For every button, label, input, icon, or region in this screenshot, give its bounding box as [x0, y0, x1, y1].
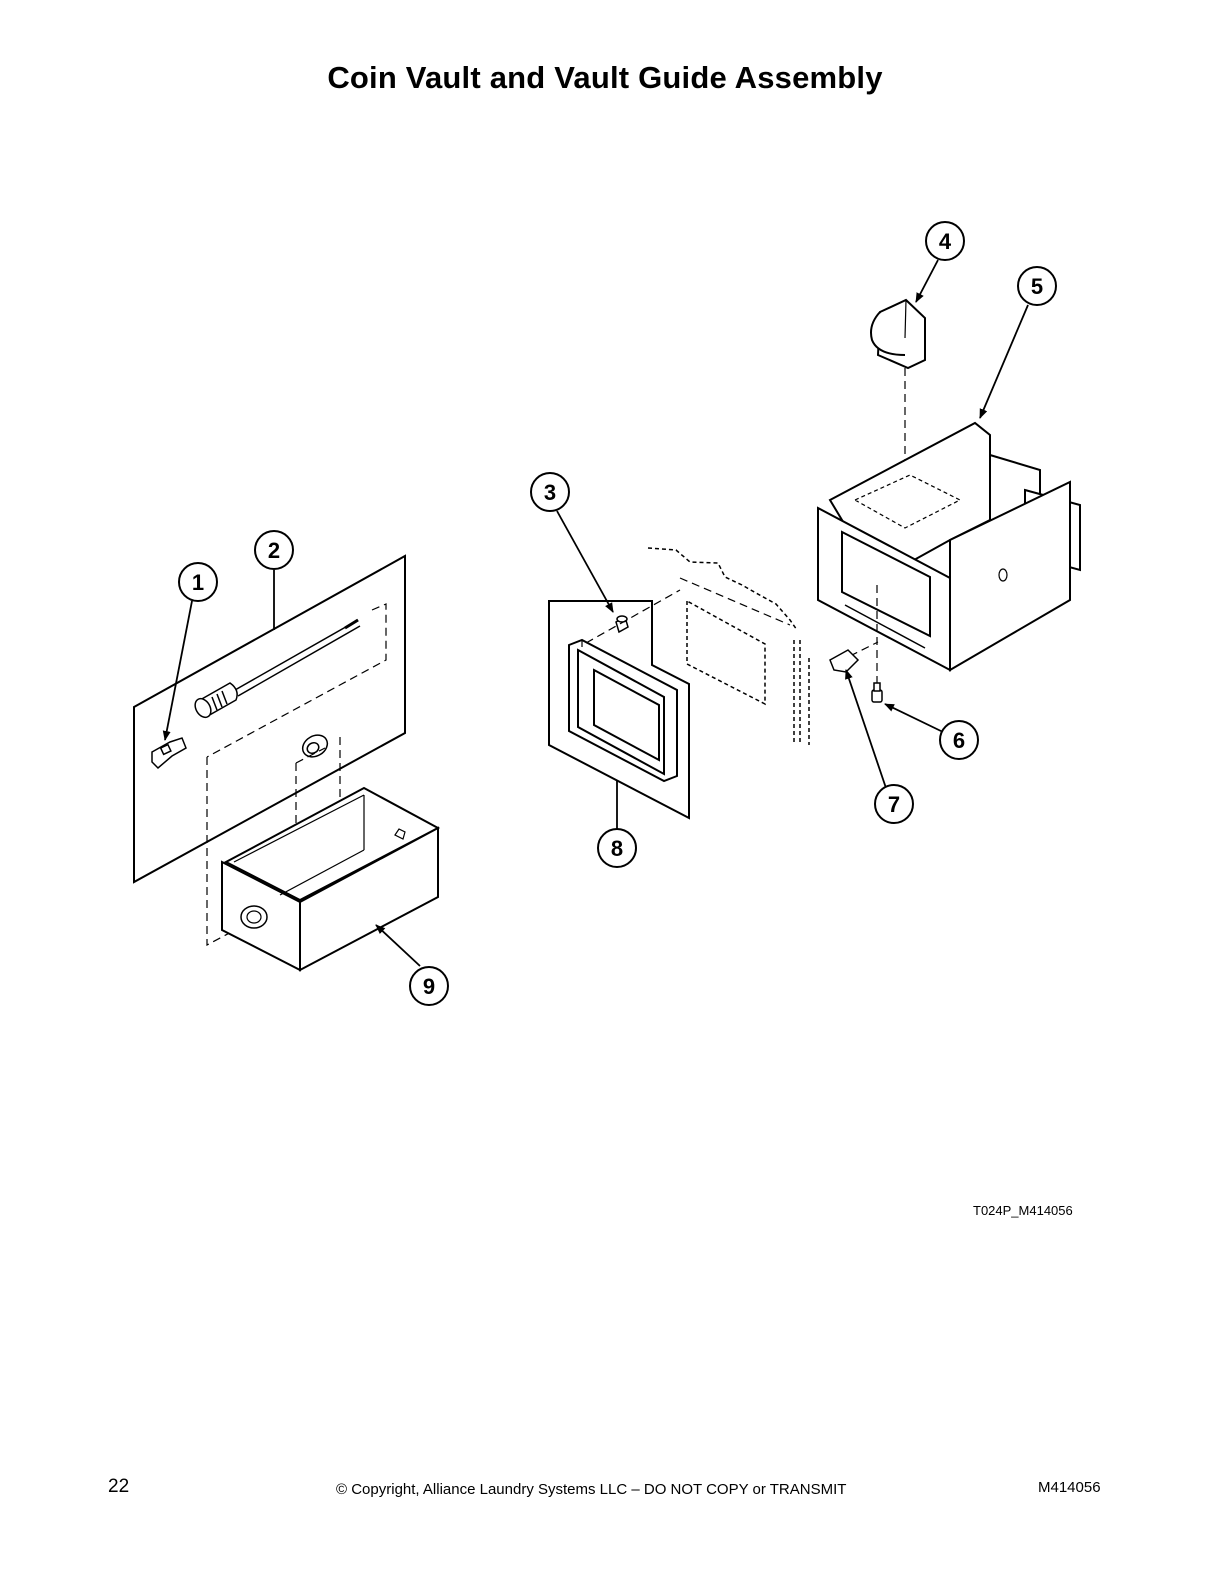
svg-text:5: 5	[1031, 274, 1043, 299]
svg-text:2: 2	[268, 538, 280, 563]
coin-chute-cap	[870, 298, 926, 370]
callout-9: 9	[409, 966, 449, 1006]
svg-text:7: 7	[888, 792, 900, 817]
vault-guide-housing	[817, 421, 1081, 672]
vault-bezel	[568, 638, 678, 783]
callout-2: 2	[254, 530, 294, 570]
lock-rod-icon	[194, 618, 361, 719]
lock-assembly-panel	[133, 554, 406, 884]
page-title: Coin Vault and Vault Guide Assembly	[327, 60, 883, 95]
callout-8: 8	[597, 828, 637, 868]
nut-icon	[301, 734, 329, 758]
coin-vault-box	[221, 786, 441, 972]
document-number: M414056	[1038, 1479, 1101, 1496]
figure-code: T024P_M414056	[973, 1203, 1073, 1218]
svg-text:6: 6	[953, 728, 965, 753]
svg-text:9: 9	[423, 974, 435, 999]
page-number: 22	[108, 1476, 130, 1497]
copyright-notice: © Copyright, Alliance Laundry Systems LL…	[336, 1481, 847, 1498]
key-icon	[151, 737, 187, 770]
callout-5: 5	[1017, 266, 1057, 306]
callout-6: 6	[939, 720, 979, 760]
callout-4: 4	[925, 221, 965, 261]
screw-icon	[871, 682, 883, 703]
svg-text:3: 3	[544, 480, 556, 505]
callout-7: 7	[874, 784, 914, 824]
clip-icon	[829, 649, 860, 673]
callout-1: 1	[178, 562, 218, 602]
svg-text:1: 1	[192, 570, 204, 595]
callout-3: 3	[530, 472, 570, 512]
svg-text:8: 8	[611, 836, 623, 861]
svg-text:4: 4	[939, 229, 952, 254]
